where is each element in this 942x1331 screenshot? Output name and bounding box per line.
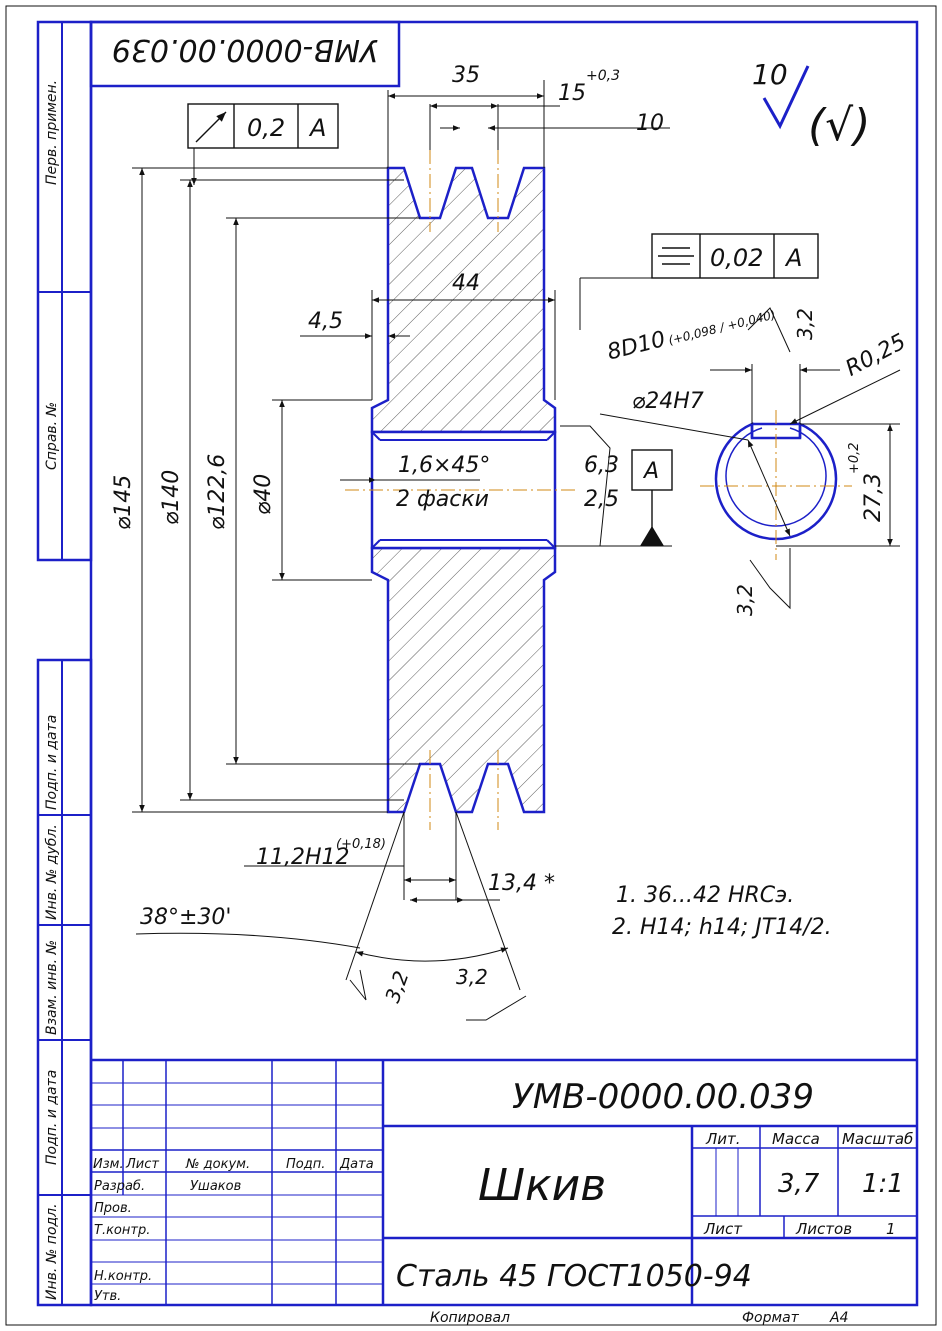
tb-col-lit: Лит. bbox=[705, 1130, 741, 1148]
symmetry-value: 0,02 bbox=[710, 244, 763, 272]
rough-3-2-b: 3,2 bbox=[733, 584, 757, 616]
tb-material: Сталь 45 ГОСТ1050-94 bbox=[396, 1259, 752, 1294]
tb-role-appr: Утв. bbox=[94, 1289, 121, 1304]
dim-d122-6: ⌀122,6 bbox=[205, 454, 230, 530]
sheet-frame bbox=[5, 5, 937, 1326]
groove-width: 11,2H12 bbox=[256, 845, 350, 870]
runout-value: 0,2 bbox=[247, 114, 285, 142]
tb-sheets-count: 1 bbox=[886, 1220, 896, 1238]
dim-35: 35 bbox=[452, 63, 480, 88]
roughness-value: 10 bbox=[752, 58, 788, 91]
tb-hdr-sign: Подп. bbox=[286, 1157, 325, 1172]
tb-format-value: А4 bbox=[829, 1310, 848, 1326]
top-dimensions: 35 15 +0,3 10 bbox=[387, 63, 670, 168]
dim-d140: ⌀140 bbox=[159, 470, 184, 525]
chamfer-text: 1,6×45° bbox=[398, 453, 490, 478]
tb-dev-name: Ушаков bbox=[190, 1179, 241, 1194]
tb-designation: УМВ-0000.00.039 bbox=[512, 1077, 814, 1117]
dim-44: 44 bbox=[452, 271, 480, 296]
tb-copied: Копировал bbox=[430, 1310, 510, 1326]
tb-scale: 1:1 bbox=[862, 1169, 904, 1199]
side-stamp-3: Инв. № дубл. bbox=[44, 824, 60, 920]
key-width-tol: (+0,098 / +0,040) bbox=[667, 307, 777, 347]
side-stamp-1: Справ. № bbox=[44, 402, 60, 470]
chamfer-note: 2 фаски bbox=[396, 487, 489, 512]
tb-mass: 3,7 bbox=[778, 1169, 820, 1199]
bore-diameter: ⌀24H7 bbox=[632, 389, 704, 414]
side-stamp-5: Подп. и дата bbox=[44, 1070, 60, 1165]
side-stamp-0: Перв. примен. bbox=[44, 80, 60, 185]
tb-format-label: Формат bbox=[742, 1310, 800, 1326]
groove-dimensions: 11,2H12 (+0,18) 13,4 * 38°±30' 3,2 3,2 bbox=[135, 811, 555, 1021]
roughness-rest: (√) bbox=[808, 100, 870, 151]
note-2: 2. H14; h14; JT14/2. bbox=[612, 915, 832, 940]
bore-roughness: 6,3 2,5 A bbox=[555, 425, 673, 547]
technical-notes: 1. 36...42 HRCэ. 2. H14; h14; JT14/2. bbox=[612, 883, 832, 940]
tb-part-name: Шкив bbox=[478, 1160, 606, 1211]
side-stamp-6: Инв. № подл. bbox=[44, 1203, 60, 1300]
symmetry-tolerance-frame: 0,02 A bbox=[579, 233, 819, 330]
rough-3-2-c: 3,2 bbox=[380, 968, 413, 1006]
tb-hdr-date: Дата bbox=[339, 1157, 374, 1172]
dim-15-tol: +0,3 bbox=[586, 68, 620, 84]
tb-role-dev: Разраб. bbox=[94, 1179, 145, 1194]
runout-datum: A bbox=[308, 114, 326, 142]
dim-d40: ⌀40 bbox=[251, 474, 276, 515]
dim-15: 15 bbox=[558, 81, 586, 106]
symmetry-datum: A bbox=[784, 244, 802, 272]
tb-role-tctrl: Т.контр. bbox=[94, 1223, 150, 1238]
side-stamp-2: Подп. и дата bbox=[44, 715, 60, 810]
code-stamp: УМВ-0000.00.039 bbox=[89, 20, 401, 88]
tb-col-scale: Масштаб bbox=[842, 1130, 913, 1148]
dim-4-5: 4,5 bbox=[308, 309, 343, 334]
datum-a-label: A bbox=[642, 459, 659, 484]
key-depth-tol: +0,2 bbox=[847, 442, 862, 474]
dim-2-5: 2,5 bbox=[584, 487, 619, 512]
groove-tol: (+0,18) bbox=[336, 837, 386, 852]
dim-d145: ⌀145 bbox=[111, 475, 136, 530]
dim-6-3: 6,3 bbox=[584, 453, 619, 478]
note-1: 1. 36...42 HRCэ. bbox=[616, 883, 794, 908]
dim-13-4: 13,4 * bbox=[488, 871, 555, 896]
tb-hdr-doc: № докум. bbox=[185, 1157, 250, 1172]
tb-sheets-label: Листов bbox=[795, 1220, 852, 1238]
width-dimensions: 44 4,5 bbox=[300, 271, 556, 400]
angle: 38°±30' bbox=[140, 905, 231, 930]
key-depth: 27,3 bbox=[861, 473, 886, 522]
chamfer-callout: 1,6×45° 2 фаски bbox=[340, 453, 490, 512]
radius: R0,25 bbox=[842, 329, 910, 381]
tb-sheet-label: Лист bbox=[703, 1220, 743, 1238]
tb-role-nctrl: Н.контр. bbox=[94, 1269, 152, 1284]
keyway-view: 8D10 (+0,098 / +0,040) 3,2 R0,25 ⌀24H7 2… bbox=[599, 307, 910, 616]
side-stamps: Перв. примен. Справ. № Подп. и дата Инв.… bbox=[44, 80, 60, 1300]
tb-hdr-list: Лист bbox=[125, 1157, 159, 1172]
title-block: УМВ-0000.00.039 Шкив Сталь 45 ГОСТ1050-9… bbox=[91, 1058, 917, 1326]
runout-tolerance-frame: 0,2 A bbox=[187, 103, 339, 185]
code-stamp-text: УМВ-0000.00.039 bbox=[112, 32, 378, 67]
diameter-dimensions: ⌀145 ⌀140 ⌀122,6 ⌀40 bbox=[111, 167, 420, 813]
side-stamp-4: Взам. инв. № bbox=[44, 940, 60, 1035]
rough-3-2-a: 3,2 bbox=[793, 308, 817, 340]
tb-hdr-izm: Изм. bbox=[93, 1157, 124, 1172]
key-width: 8D10 bbox=[605, 327, 668, 366]
dim-10: 10 bbox=[636, 111, 664, 136]
rough-3-2-d: 3,2 bbox=[456, 965, 488, 989]
tb-role-chk: Пров. bbox=[94, 1201, 132, 1216]
roughness-sign: 10 (√) bbox=[752, 58, 870, 151]
tb-col-mass: Масса bbox=[772, 1130, 820, 1148]
